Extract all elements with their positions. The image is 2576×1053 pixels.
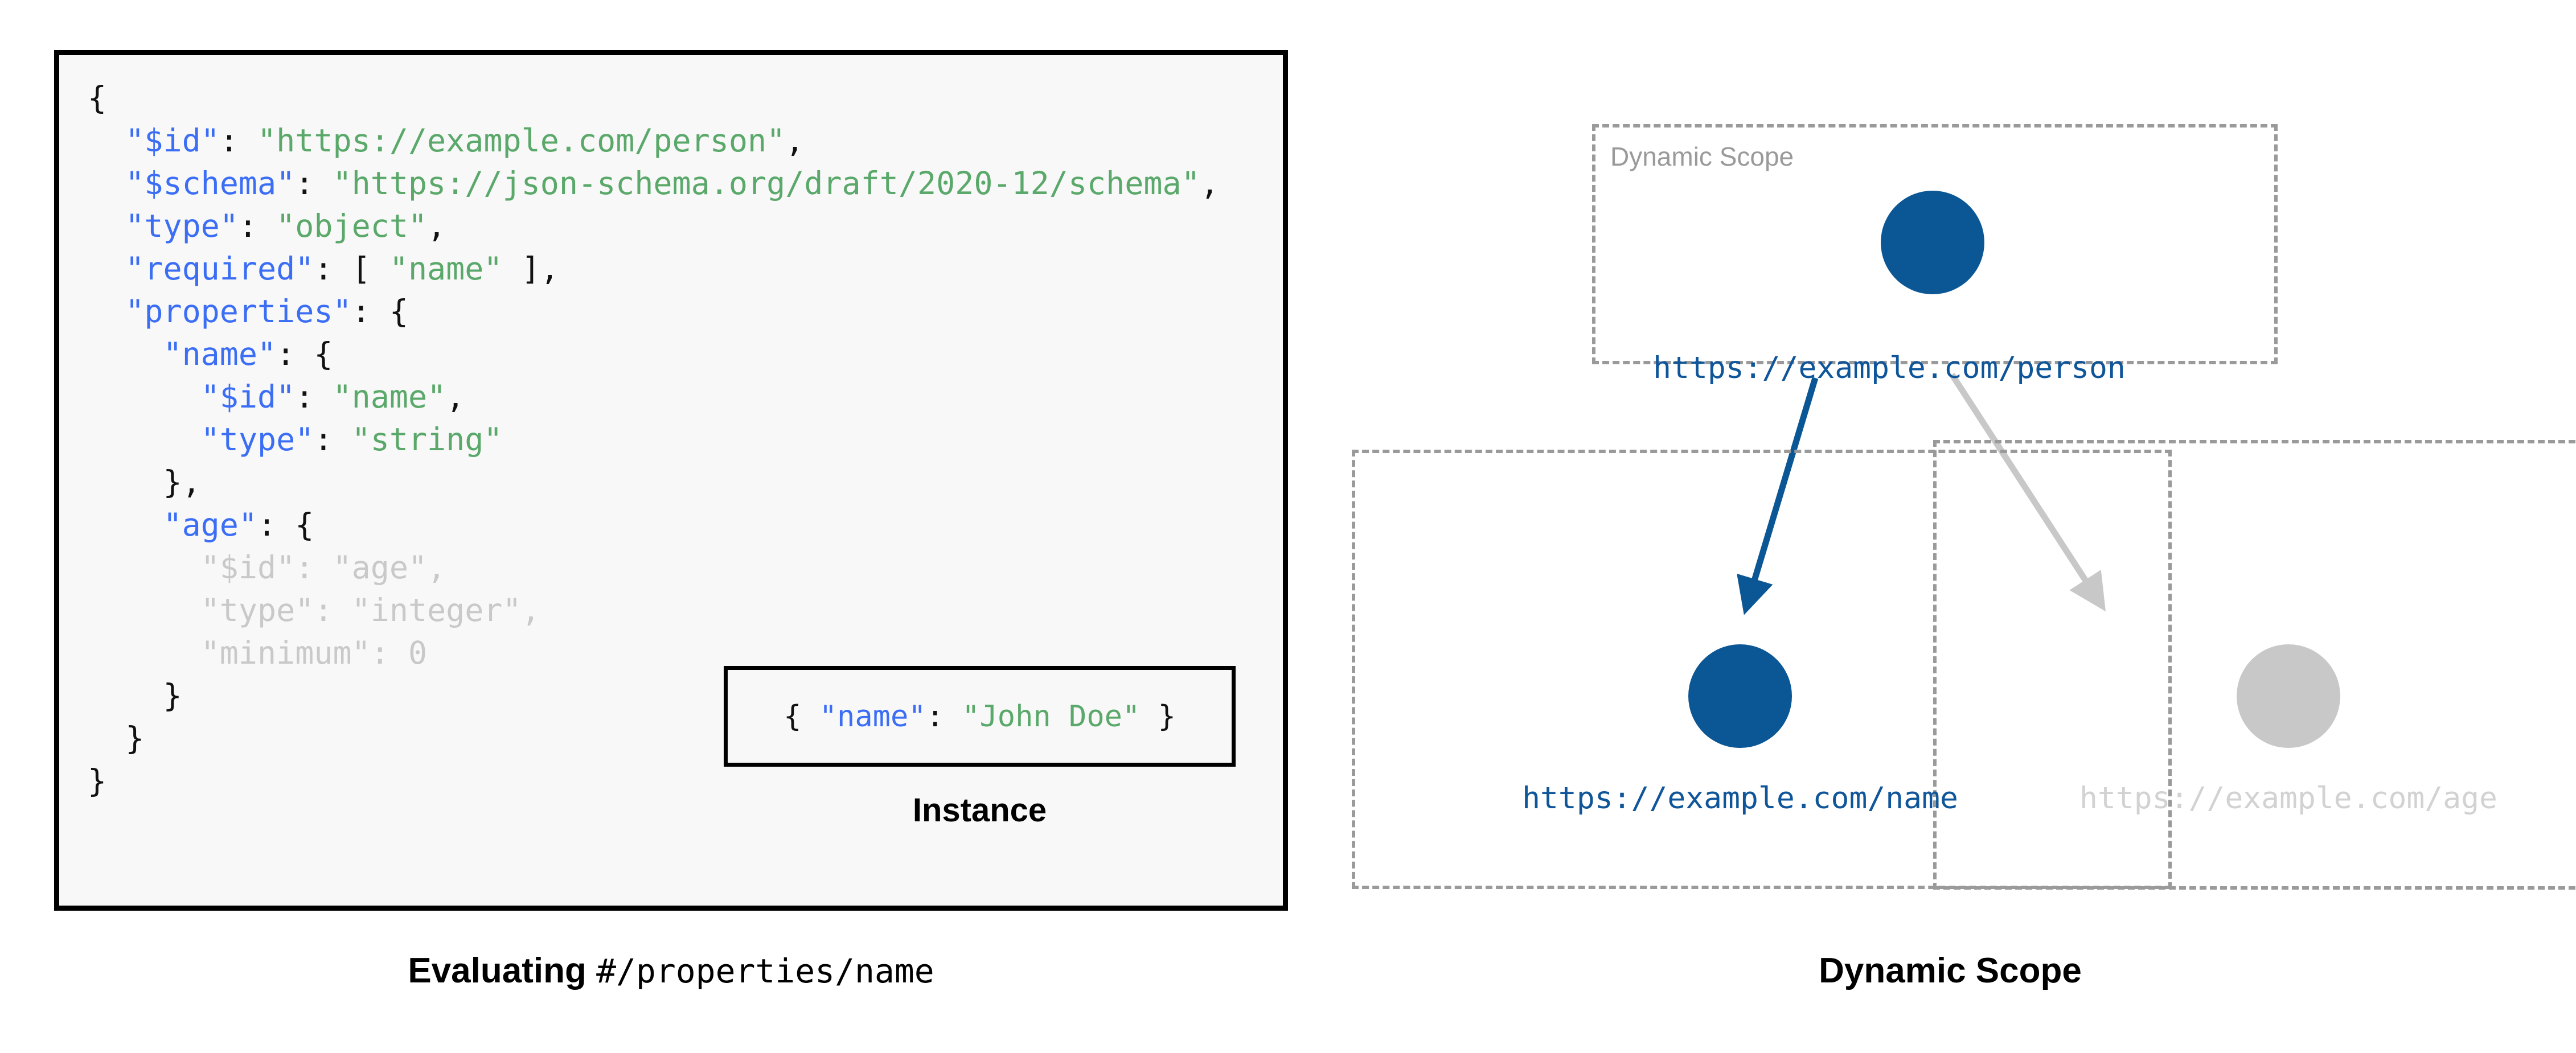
schema-code-panel: { "$id": "https://example.com/person", "… [54,50,1288,911]
instance-box: { "name": "John Doe" } [724,666,1236,767]
code-line: "$id": "age", [200,549,446,586]
code-line: "$schema": "https://json-schema.org/draf… [125,165,1219,201]
code-line: { [88,80,107,116]
code-line: "required": [ "name" ], [125,250,559,287]
left-caption-bold: Evaluating [408,951,597,990]
code-line: "type": "string" [200,421,503,458]
arrow-person-to-name [1737,377,1819,615]
code-line: "$id": "https://example.com/person", [125,122,805,159]
node-circle-age [2237,644,2340,748]
code-line: "type": "object", [125,208,446,244]
code-line: "name": { [163,336,333,372]
code-line: "minimum": 0 [200,635,428,671]
code-line: "type": "integer", [200,592,540,628]
code-line: "age": { [163,507,314,543]
left-caption-pointer: #/properties/name [596,952,934,990]
right-panel-caption: Dynamic Scope [1819,951,2082,990]
code-line: } [88,720,145,756]
instance-caption: Instance [912,792,1047,829]
dynamic-scope-diagram: Dynamic Scope https://example.com/person… [1310,0,2576,1053]
code-line: "$id": "name", [200,379,465,415]
code-line: } [88,677,182,714]
scope-box-name [1352,450,2172,889]
instance-code: { "name": "John Doe" } [784,699,1176,734]
node-label-name: https://example.com/name [1522,781,1958,816]
node-label-age: https://example.com/age [2079,781,2497,816]
node-circle-person [1881,191,1984,294]
scope-box-label: Dynamic Scope [1610,142,1794,171]
code-line: } [88,763,107,799]
code-line: }, [88,464,201,500]
node-label-person: https://example.com/person [1653,351,2126,385]
scope-arrow-layer [1737,373,2106,615]
arrow-person-to-age [1949,373,2106,612]
code-line: "properties": { [125,293,408,330]
left-panel-caption: Evaluating #/properties/name [54,951,1288,991]
node-circle-name [1688,644,1792,748]
schema-code-listing: { "$id": "https://example.com/person", "… [88,77,1219,803]
scope-box-person [1592,124,2278,364]
scope-box-age [1933,440,2576,890]
